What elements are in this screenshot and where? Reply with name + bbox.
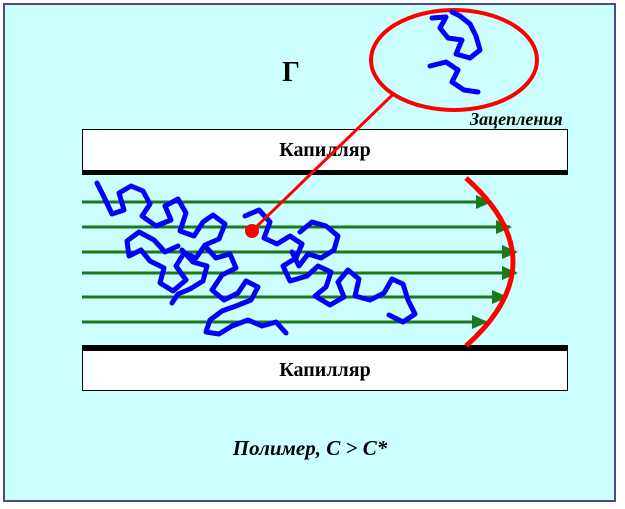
panel-label: Г (282, 57, 300, 88)
velocity-profile-curve (464, 176, 516, 348)
zoom-ellipse (369, 8, 539, 112)
polymer-chain (202, 243, 289, 337)
zoomed-entanglement (427, 9, 483, 95)
entanglement-pointer (250, 71, 417, 233)
polymer-chain (94, 180, 228, 294)
polymer-chain (169, 247, 210, 306)
polymer-chain (429, 14, 483, 61)
capillary-top-wall: Капилляр (82, 129, 568, 175)
polymer-chains (94, 180, 418, 337)
entanglement-label: Зацепления (470, 109, 563, 129)
caption: Полимер, С > С* (232, 436, 388, 460)
polymer-chain (242, 207, 418, 325)
polymer-chain (427, 59, 481, 95)
polymer-chain (449, 9, 473, 27)
polymer-chain (289, 219, 341, 269)
capillary-bottom-wall: Капилляр (82, 345, 568, 391)
